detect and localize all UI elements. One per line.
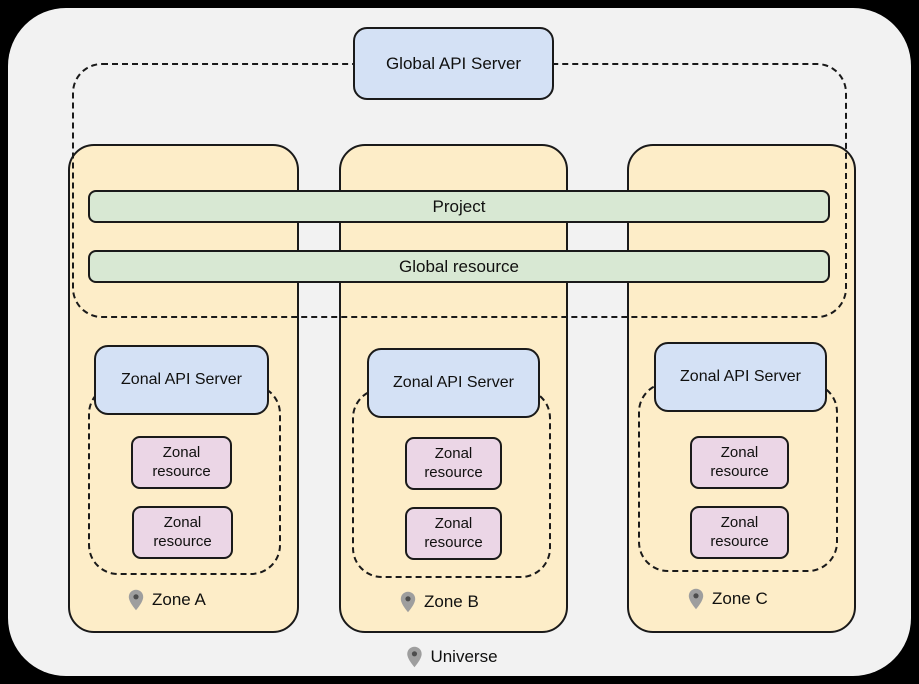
zone-label-text-zone-a: Zone A — [152, 590, 206, 609]
global-bar-global-resource-label: Global resource — [398, 256, 519, 276]
zonal-resource-line1: Zonal — [434, 515, 473, 533]
zonal-api-server-box-zone-a: Zonal API Server — [94, 345, 269, 415]
zonal-resource-line2: resource — [710, 532, 769, 550]
zone-label-text-zone-b: Zone B — [424, 592, 479, 611]
zonal-resource-line1: Zonal — [162, 444, 201, 462]
zone-label-zone-c: Zone C — [688, 588, 768, 610]
zonal-resource-box-zone-a-1: Zonal resource — [131, 436, 232, 489]
zonal-api-server-box-zone-b: Zonal API Server — [367, 348, 540, 418]
zonal-resource-line1: Zonal — [434, 445, 473, 463]
zonal-resource-line2: resource — [153, 532, 212, 550]
universe-label: Universe — [406, 646, 498, 668]
zonal-resource-line1: Zonal — [163, 514, 202, 532]
location-pin-icon — [407, 646, 422, 668]
zonal-api-server-label-zone-b: Zonal API Server — [393, 374, 514, 391]
zone-label-zone-a: Zone A — [128, 589, 206, 611]
zonal-resource-line1: Zonal — [720, 514, 759, 532]
zonal-api-server-label-zone-a: Zonal API Server — [121, 371, 242, 388]
zonal-resource-box-zone-c-2: Zonal resource — [690, 506, 789, 559]
zone-label-text-zone-c: Zone C — [712, 589, 768, 608]
zonal-resource-line2: resource — [424, 533, 483, 551]
global-bar-project-label: Project — [432, 196, 486, 216]
universe-label-text: Universe — [430, 647, 498, 666]
zonal-resource-box-zone-b-1: Zonal resource — [405, 437, 502, 490]
global-api-server-label: Global API Server — [385, 53, 522, 73]
global-api-server-box: Global API Server — [353, 27, 554, 100]
zonal-resource-box-zone-b-2: Zonal resource — [405, 507, 502, 560]
zonal-resource-box-zone-a-2: Zonal resource — [132, 506, 233, 559]
zonal-resource-line1: Zonal — [720, 444, 759, 462]
zonal-api-server-label-zone-c: Zonal API Server — [680, 368, 801, 385]
location-pin-icon — [400, 591, 416, 613]
zonal-resource-line2: resource — [152, 462, 211, 480]
location-pin-icon — [688, 588, 704, 610]
global-bar-global-resource: Global resource — [88, 250, 830, 283]
location-pin-icon — [128, 589, 144, 611]
zone-label-zone-b: Zone B — [400, 591, 479, 613]
global-bar-project: Project — [88, 190, 830, 223]
zonal-resource-box-zone-c-1: Zonal resource — [690, 436, 789, 489]
zonal-resource-line2: resource — [710, 462, 769, 480]
zonal-resource-line2: resource — [424, 463, 483, 481]
zonal-api-server-box-zone-c: Zonal API Server — [654, 342, 827, 412]
